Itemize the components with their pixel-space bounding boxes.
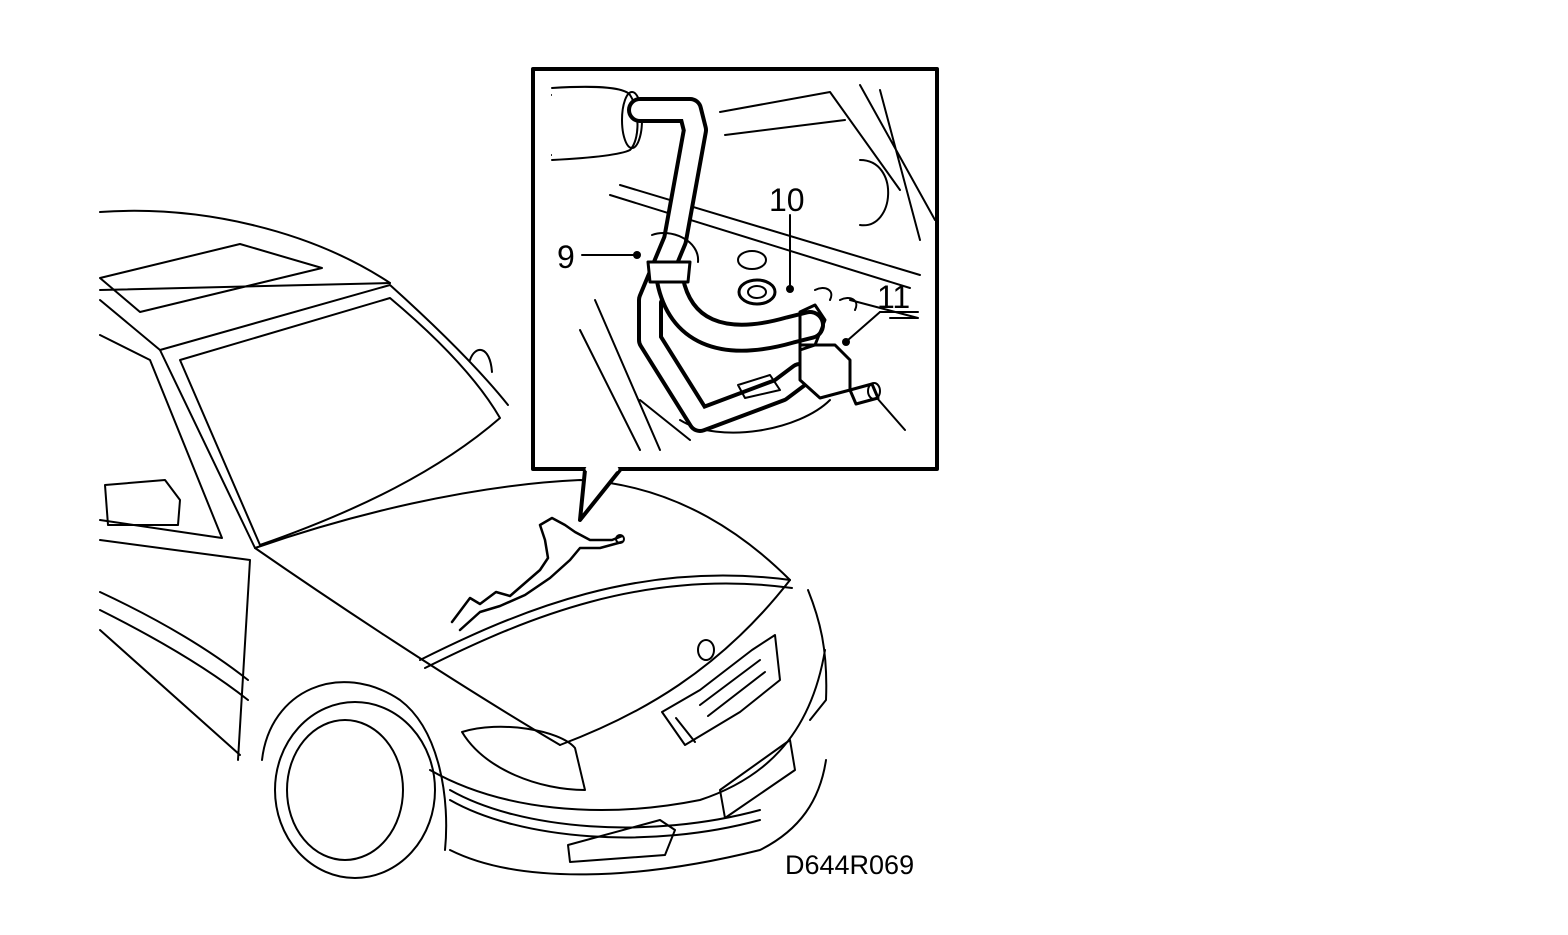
- leader-dot-9: [633, 251, 641, 259]
- inset-fitting-1b: [747, 285, 767, 299]
- car-sunroof: [99, 243, 323, 313]
- car-side-window: [99, 334, 223, 539]
- callout-11: 11: [877, 279, 910, 315]
- car-body-crease: [99, 591, 249, 681]
- leader-lines: [581, 214, 919, 341]
- car-hood-crease-2: [424, 582, 793, 669]
- car-windshield-frame: [99, 284, 509, 406]
- car-hose-component: [450, 516, 624, 624]
- car-rocker: [99, 629, 241, 756]
- detail-inset: 9 10 11: [531, 67, 939, 522]
- inset-valve-body: [798, 343, 852, 400]
- callout-10: 10: [769, 182, 805, 218]
- car-wheel-inner: [286, 719, 404, 861]
- car-hood-crease: [419, 574, 791, 661]
- car-wheel-arch: [261, 681, 448, 851]
- inset-valve-port: [867, 382, 881, 400]
- car-roof: [99, 209, 391, 284]
- car-mirror-stub: [469, 349, 493, 373]
- callout-9: 9: [557, 239, 575, 275]
- car-front-bumper: [429, 649, 826, 811]
- car-emblem: [697, 639, 715, 661]
- leader-11: [847, 311, 881, 341]
- inset-clamp-ring: [651, 232, 700, 263]
- inset-small-parts: [737, 287, 858, 399]
- car-illustration: [99, 209, 828, 879]
- inset-reservoir: [551, 85, 639, 161]
- figure-code: D644R069: [785, 850, 914, 880]
- car-bumper-side: [807, 589, 828, 721]
- car-grille-slats: [675, 659, 766, 743]
- car-bumper-strip: [449, 789, 761, 839]
- leader-dots: [633, 251, 850, 346]
- car-fog-light: [567, 819, 676, 863]
- leader-dot-10: [786, 285, 794, 293]
- car-lower-bumper: [449, 759, 827, 876]
- car-wheel-outer: [274, 701, 436, 879]
- inset-hose-inner: [631, 101, 809, 429]
- car-hose-component-2: [458, 540, 624, 632]
- car-a-pillar: [159, 349, 256, 549]
- inset-fitting-1: [737, 278, 777, 306]
- car-body-crease-2: [99, 609, 249, 701]
- car-license-plate: [719, 739, 796, 819]
- car-headlight: [461, 725, 586, 791]
- inset-hose-inner-2: [659, 269, 821, 349]
- inset-frame: [531, 67, 939, 471]
- inset-clamp: [646, 260, 692, 284]
- car-side-mirror: [104, 479, 181, 526]
- car-hood-front: [559, 579, 791, 746]
- car-hood-rear-edge: [254, 479, 791, 581]
- car-hood-side: [254, 547, 561, 746]
- leader-dot-11: [842, 338, 850, 346]
- inset-pointer: [578, 468, 622, 522]
- car-door-line: [99, 539, 251, 761]
- car-windshield: [179, 297, 501, 546]
- inset-bracket: [798, 303, 827, 352]
- inset-fitting-2: [737, 250, 767, 270]
- inset-valve-pipe: [848, 382, 880, 406]
- car-hose-end: [615, 534, 625, 544]
